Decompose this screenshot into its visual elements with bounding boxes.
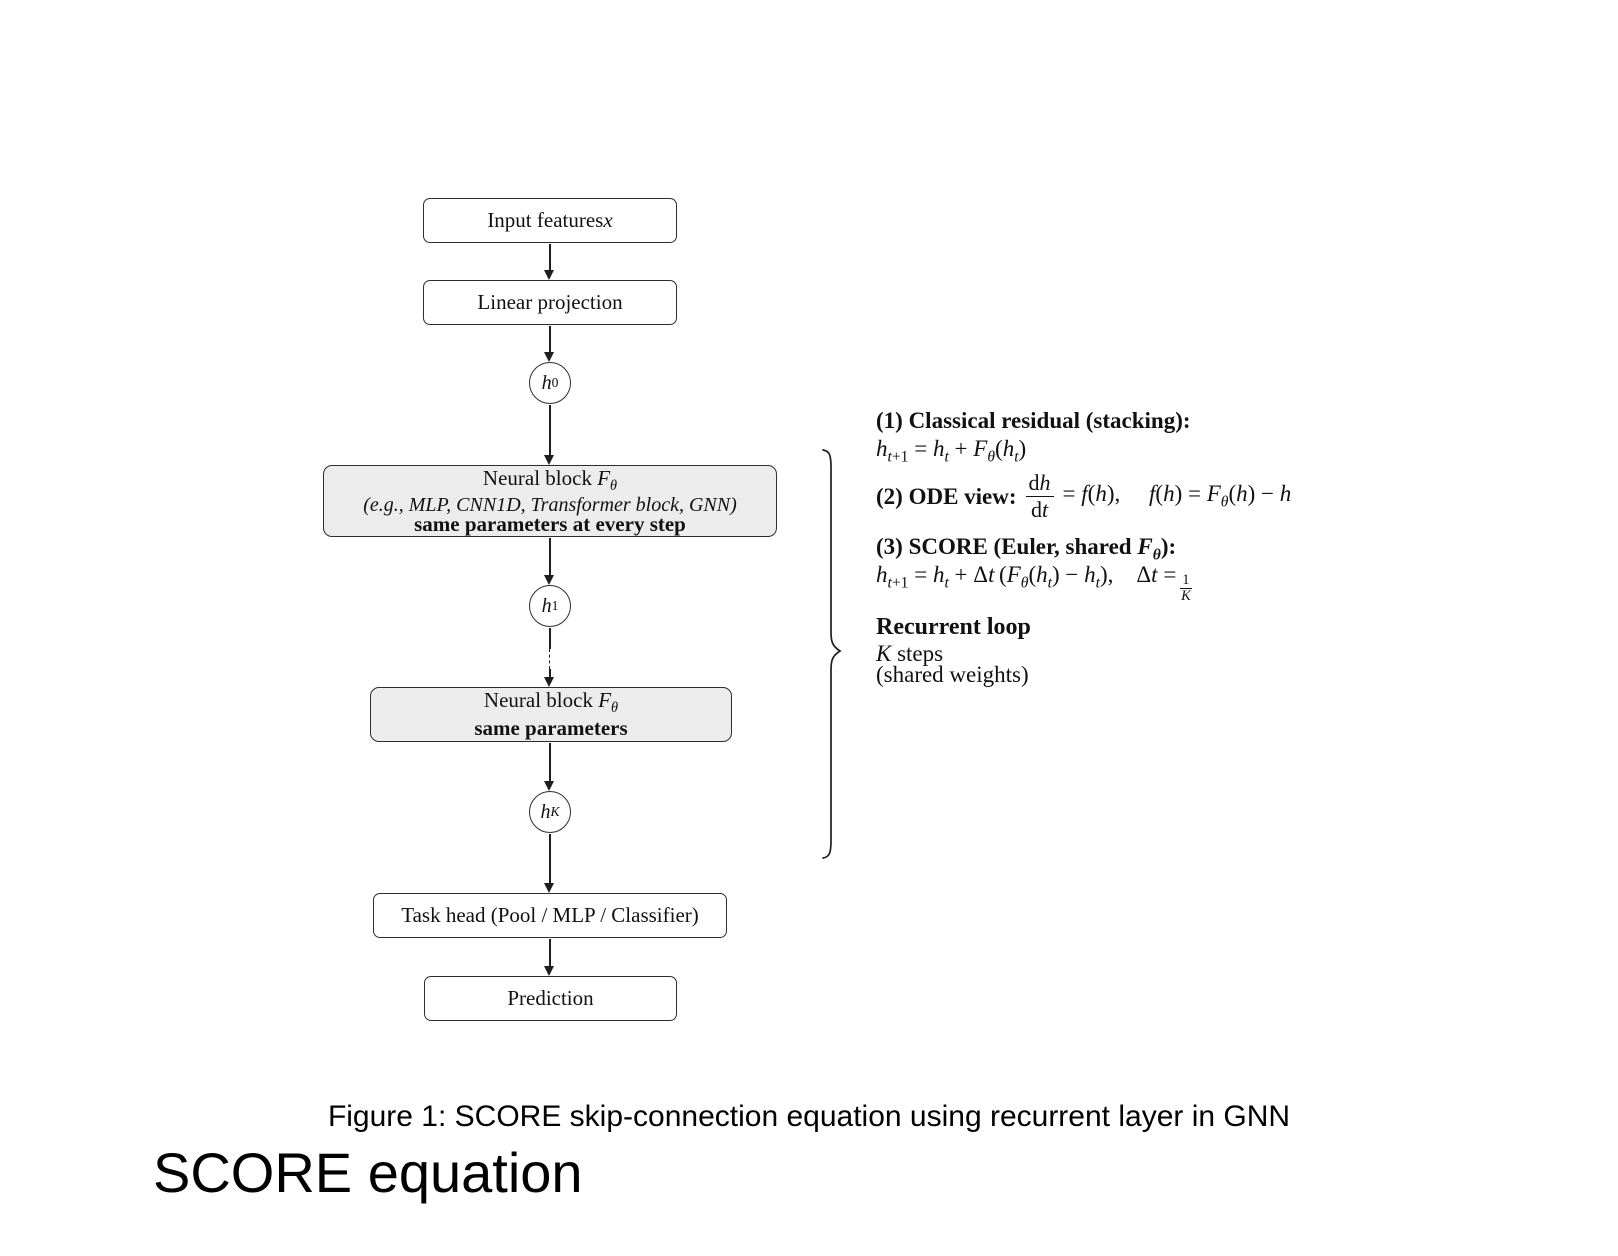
arrowhead-icon (543, 781, 554, 791)
flow-node-neural-block-1: Neural block Fθ (e.g., MLP, CNN1D, Trans… (323, 465, 777, 537)
arrowhead-icon (543, 966, 554, 976)
arrowhead-icon (543, 455, 554, 465)
recurrent-loop-label: Recurrent loop (876, 614, 1031, 640)
page-title: SCORE equation (153, 1141, 583, 1204)
fraction-dh-dt: dh dt (1025, 470, 1054, 523)
flow-arrow (549, 628, 551, 649)
fraction-numerator: dh (1025, 470, 1054, 498)
flow-arrow (549, 743, 551, 781)
fraction-denominator: K (1181, 588, 1191, 605)
flow-arrow (549, 538, 551, 576)
figure-caption: Figure 1: SCORE skip-connection equation… (327, 1100, 1291, 1133)
neural-block-examples: (e.g., MLP, CNN1D, Transformer block, GN… (363, 494, 737, 517)
equation-1-math: ht+1 = ht + Fθ(ht) (876, 436, 1027, 466)
recurrent-loop-brace-icon (822, 449, 842, 859)
equation-1-title: (1) Classical residual (stacking): (876, 408, 1191, 433)
fraction-denominator: dt (1030, 497, 1049, 523)
neural-block-title: Neural block Fθ (482, 465, 618, 494)
flow-node-neural-block-2: Neural block Fθ same parameters (370, 687, 732, 742)
equation-2-math: = f(h), f(h) = Fθ(h) − h (1062, 481, 1292, 511)
flow-node-prediction: Prediction (424, 976, 677, 1021)
flow-arrow (549, 405, 551, 456)
equation-3-math-main: ht+1 = ht + Δt (Fθ(ht) − ht), Δt = (876, 562, 1177, 592)
neural-block-note: same parameters (474, 715, 628, 740)
arrowhead-icon (543, 677, 554, 687)
equation-2: (2) ODE view: dh dt = f(h), f(h) = Fθ(h)… (876, 470, 1292, 523)
fraction-numerator: 1 (1180, 572, 1192, 590)
neural-block-note: same parameters at every step (414, 511, 686, 536)
flow-node-linear-projection: Linear projection (423, 280, 677, 325)
arrowhead-icon (543, 270, 554, 280)
arrowhead-icon (543, 352, 554, 362)
recurrent-loop-steps: K steps (876, 641, 944, 666)
equation-3-title: (3) SCORE (Euler, shared Fθ): (876, 534, 1177, 564)
flow-arrow (549, 326, 551, 353)
flow-node-task-head: Task head (Pool / MLP / Classifier) (373, 893, 727, 938)
neural-block-title: Neural block Fθ (483, 688, 619, 717)
flow-arrow (549, 834, 551, 883)
flow-arrow (549, 244, 551, 271)
flow-node-input-features: Input features x (423, 198, 677, 243)
flow-arrow-dashed (549, 649, 551, 669)
arrowhead-icon (543, 883, 554, 893)
flow-arrow (549, 669, 551, 678)
equation-2-title: (2) ODE view: (876, 483, 1017, 509)
arrowhead-icon (543, 575, 554, 585)
recurrent-loop-shared-weights: (shared weights) (876, 662, 1029, 687)
flow-arrow (549, 939, 551, 966)
